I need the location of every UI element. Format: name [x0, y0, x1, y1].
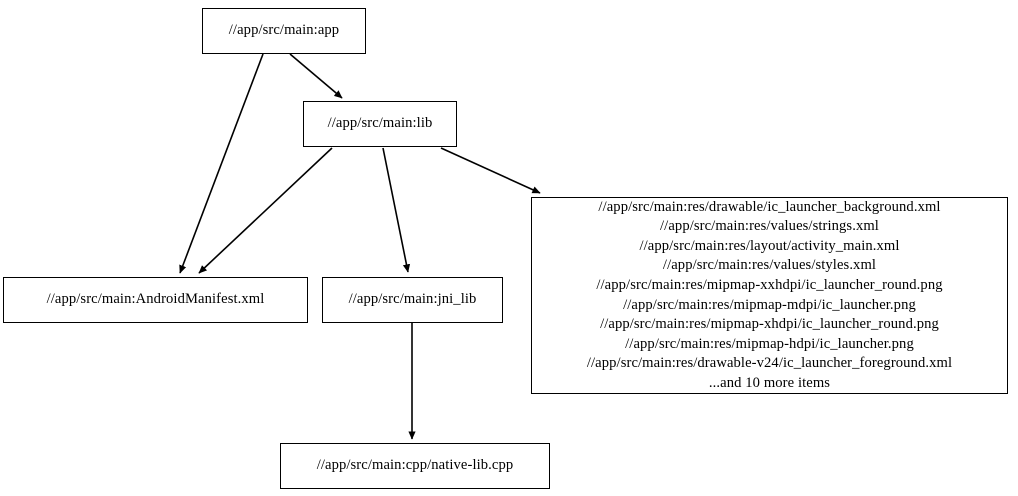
graph-node-jni-lib[interactable]: //app/src/main:jni_lib — [322, 277, 503, 323]
graph-node-android-manifest-label: //app/src/main:AndroidManifest.xml — [46, 291, 265, 308]
graph-node-lib-label: //app/src/main:lib — [327, 115, 433, 132]
edge-app-to-manifest — [179, 53, 264, 274]
edge-lib-to-res — [440, 147, 541, 194]
edge-app-to-lib — [289, 53, 343, 99]
edge-lib-to-manifest — [198, 147, 333, 274]
graph-node-native-lib-cpp-label: //app/src/main:cpp/native-lib.cpp — [316, 457, 514, 474]
graph-node-app[interactable]: //app/src/main:app — [202, 8, 366, 54]
graph-node-native-lib-cpp[interactable]: //app/src/main:cpp/native-lib.cpp — [280, 443, 550, 489]
graph-node-app-label: //app/src/main:app — [228, 22, 340, 39]
graph-node-res-group[interactable]: //app/src/main:res/drawable/ic_launcher_… — [531, 197, 1008, 394]
graph-node-lib[interactable]: //app/src/main:lib — [303, 101, 457, 147]
graph-node-android-manifest[interactable]: //app/src/main:AndroidManifest.xml — [3, 277, 308, 323]
graph-node-jni-lib-label: //app/src/main:jni_lib — [348, 291, 477, 308]
edge-lib-to-jni-lib — [382, 147, 411, 273]
graph-node-res-group-label: //app/src/main:res/drawable/ic_launcher_… — [586, 198, 953, 391]
